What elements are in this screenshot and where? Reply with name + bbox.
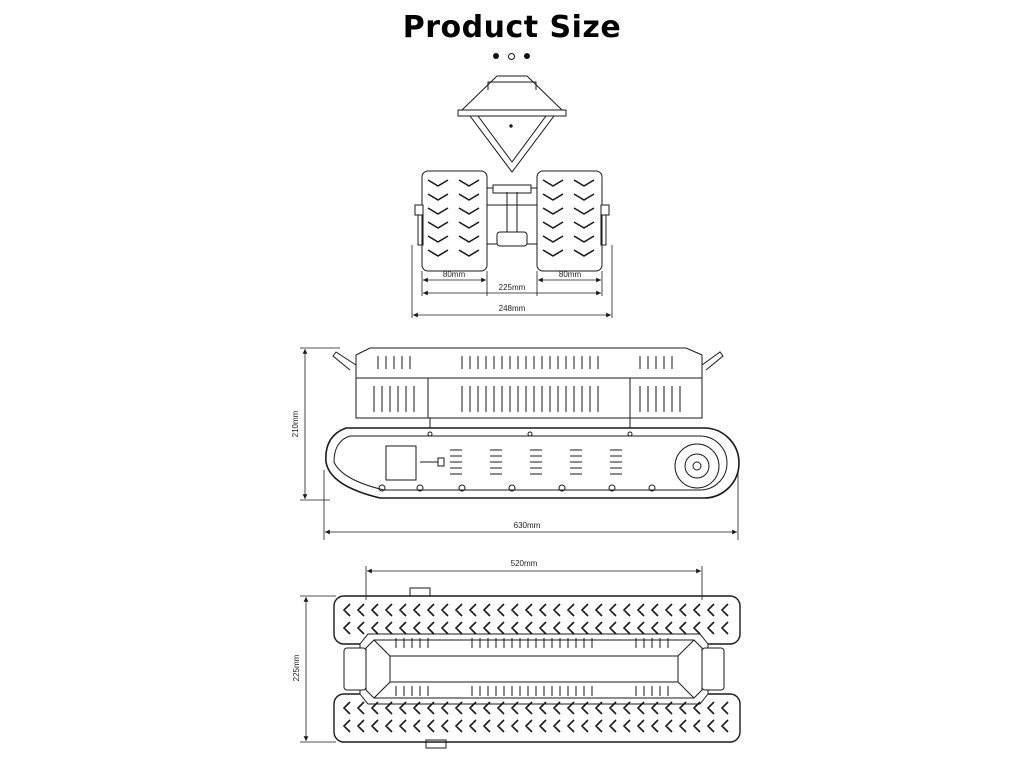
front-track-tread-pattern — [427, 179, 595, 257]
front-left-track-width-label: 80mm — [443, 270, 466, 279]
dot-icon — [493, 53, 499, 59]
side-height-label: 210mm — [291, 410, 300, 437]
top-view-dimensions — [300, 566, 703, 743]
dot-icon — [524, 53, 530, 59]
top-body-length-label: 520mm — [511, 559, 538, 568]
side-length-label: 630mm — [514, 521, 541, 530]
front-inner-gap-label: 225mm — [499, 283, 526, 292]
top-view-vents — [395, 638, 669, 696]
front-view-drawing — [414, 75, 610, 272]
top-track-tread-pattern — [342, 603, 729, 733]
front-overall-width-label: 248mm — [499, 304, 526, 313]
side-view-dimensions — [300, 347, 739, 540]
dot-hollow-icon — [508, 53, 515, 60]
title-dots-decoration — [487, 51, 537, 61]
front-right-track-width-label: 80mm — [559, 270, 582, 279]
page-title: Product Size — [402, 10, 622, 45]
front-view-dimensions — [411, 245, 613, 318]
top-view-drawing — [333, 587, 741, 749]
side-view-vents — [373, 356, 681, 475]
top-width-label: 225mm — [292, 654, 301, 681]
side-view-drawing — [325, 347, 740, 499]
